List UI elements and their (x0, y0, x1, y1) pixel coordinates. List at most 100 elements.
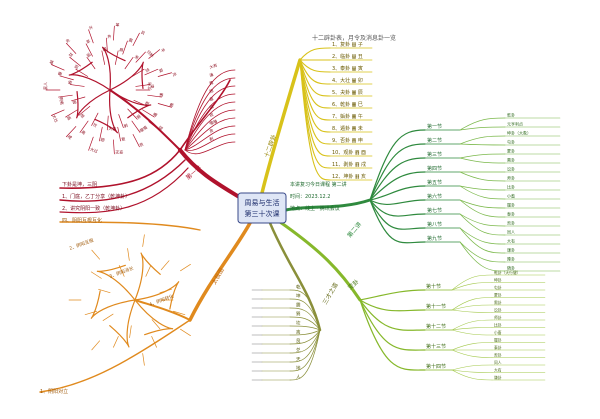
crimson-leaf-line (70, 84, 85, 87)
olive-leaf-line (289, 329, 321, 354)
crimson-leaf: 剥 (123, 122, 129, 129)
crimson-leaf: 大过 (89, 146, 99, 154)
crimson-right-leaf: 大有 (208, 62, 218, 70)
green-leaf: 需卦 (507, 157, 515, 163)
green-note-1: 本讲复习今日课程 第二讲 (290, 181, 347, 188)
crimson-loop (68, 61, 111, 91)
olive-leaf: 离 (296, 329, 301, 336)
crimson-leaf: 离 (80, 128, 87, 135)
crimson-leaf-line (88, 29, 94, 44)
green2-section-line (359, 289, 426, 301)
crimson-right-line (184, 93, 236, 151)
green2-leaf: 同人 (494, 360, 502, 365)
green2-trunk (278, 220, 362, 302)
crimson-leaf-line (69, 56, 81, 67)
yellow-leaf: 7、姤卦 ䷫ 午 (332, 113, 363, 120)
olive-leaf-line (289, 298, 321, 331)
crimson-leaf: 丰 (160, 46, 167, 53)
green2-leaf: 蒙卦 (494, 292, 502, 297)
olive-leaf-line (289, 329, 321, 372)
orange-note-1: 四、阴阳互根互化 (62, 217, 102, 224)
green-section: 第七节 (427, 207, 442, 214)
orange-leaf-line (127, 248, 130, 261)
crimson-leaf: 随 (143, 100, 150, 106)
green-leaf: 同人 (507, 230, 515, 235)
crimson-leaf: 井 (107, 33, 111, 39)
green2-leaf-line (451, 329, 493, 336)
center-node[interactable]: 周易与生活 第三十次课 (237, 192, 287, 224)
crimson-leaf-line (59, 75, 74, 81)
crimson-right-line (184, 69, 236, 151)
crimson-right-line (184, 109, 236, 151)
green-leaf: 随卦 (507, 265, 515, 271)
orange-loop (96, 264, 136, 301)
green-branch-label: 第二讲 (345, 220, 363, 239)
orange-leaf-line (180, 328, 191, 337)
crimson-leaf-line (65, 42, 77, 54)
crimson-leaf: 大有 (146, 82, 152, 90)
green-leaf: 师卦 (507, 175, 515, 181)
green2-leaf: 讼卦 (494, 307, 502, 312)
orange-leaf-line (142, 353, 145, 366)
olive-leaf: 艮 (296, 339, 301, 345)
orange-leaf-line (113, 336, 119, 348)
green2-leaf: 履卦 (494, 337, 502, 342)
green-section-line (369, 199, 426, 205)
green-leaf-line (459, 227, 506, 245)
green-leaf-line (459, 171, 506, 182)
crimson-leaf: 夬 (64, 37, 71, 44)
olive-leaf-line (289, 329, 321, 345)
green-leaf: 乾卦 (507, 112, 515, 118)
green2-leaf-line (451, 319, 493, 331)
olive-leaf: 坎 (296, 320, 301, 327)
orange-loop (90, 290, 136, 319)
crimson-sub (179, 79, 231, 151)
orange-sub (134, 299, 191, 321)
green2-leaf-line (451, 297, 493, 311)
green2-leaf: 屯卦 (494, 285, 502, 290)
green-section: 第四节 (427, 165, 442, 172)
crimson-sub (59, 149, 181, 189)
crimson-leaf: 大壮 (51, 114, 60, 124)
crimson-leaf-line (75, 68, 89, 77)
green-section-line (369, 129, 426, 201)
orange-leaf-line (102, 313, 114, 321)
orange-leaf-line (142, 234, 145, 247)
crimson-leaf-line (113, 25, 115, 41)
green-note-2: 时间：2023.12.2 (290, 193, 330, 200)
crimson-leaf-line (118, 114, 124, 129)
green2-branch-label: 变卦 (346, 278, 360, 292)
crimson-leaf: 姤 (85, 51, 92, 58)
crimson-leaf: 谦 (158, 92, 164, 97)
green2-section: 第十四节 (426, 363, 446, 370)
green2-leaf-line (451, 342, 493, 351)
crimson-leaf-line (71, 96, 86, 102)
crimson-leaf-line (114, 50, 119, 65)
orange-leaf-line (98, 288, 111, 294)
orange-loop (134, 281, 180, 310)
green2-leaf: 坤卦 (494, 277, 502, 282)
green-leaf: 豫卦 (507, 256, 515, 262)
orange-leaf-line (129, 325, 132, 338)
orange-loop (134, 299, 174, 336)
yellow-leaf: 1、复卦 ䷗ 子 (332, 41, 363, 48)
green2-section: 第十三节 (426, 343, 446, 350)
crimson-leaf-line (131, 68, 145, 77)
crimson-leaf: 贲 (138, 141, 144, 148)
green2-section: 第十节 (426, 283, 441, 290)
crimson-leaf-line (65, 109, 78, 118)
orange-loop (109, 299, 136, 348)
olive-leaf: 乾 (296, 284, 301, 291)
crimson-leaf: 无妄 (115, 148, 123, 155)
crimson-leaf: 咸 (67, 133, 74, 140)
green2-leaf-line (451, 364, 493, 371)
crimson-leaf: 革 (115, 21, 119, 27)
green-leaf-line (459, 153, 506, 159)
green2-section-line (359, 299, 426, 371)
crimson-right-leaf: 贲 (208, 127, 214, 134)
crimson-loop (94, 89, 119, 134)
green-leaf: 讼卦 (507, 166, 515, 172)
orange-leaf-line (84, 310, 97, 315)
crimson-leaf-line (147, 94, 162, 98)
